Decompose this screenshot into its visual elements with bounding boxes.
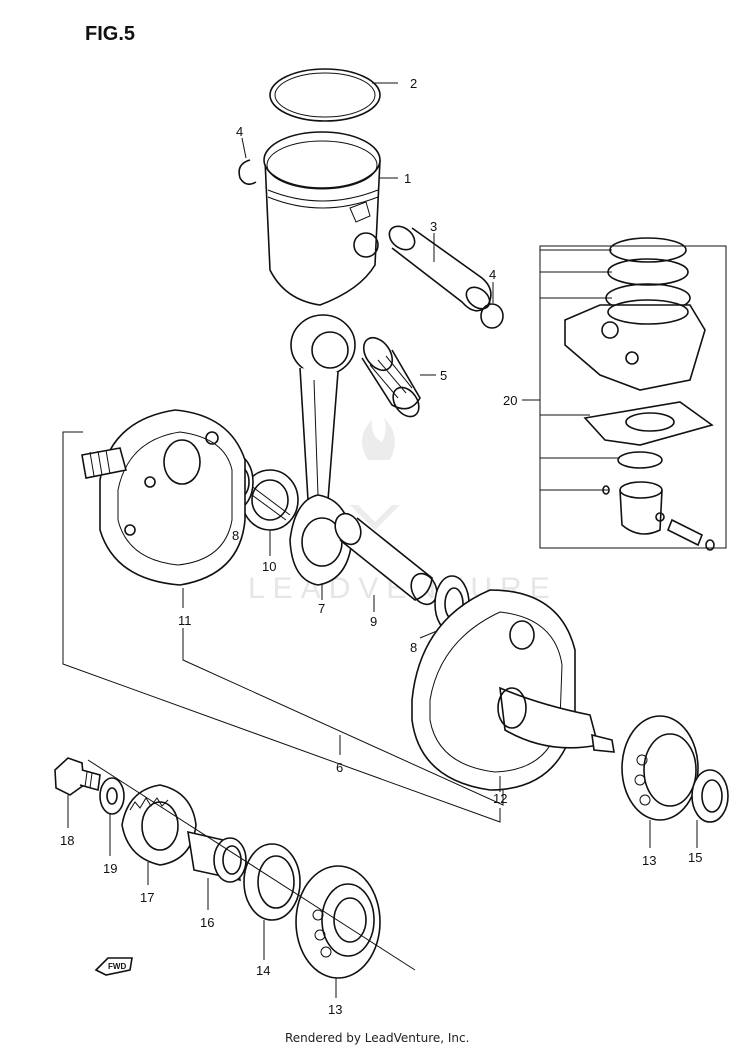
callout-labels: 2 4 1 3 4 5 20 8 10 7 11 9 8 6 12 18 19 …: [60, 76, 702, 1017]
bolt-washer: [99, 777, 125, 815]
callout-15: 15: [688, 850, 702, 865]
callout-9: 9: [370, 614, 377, 629]
footer-credit: Rendered by LeadVenture, Inc.: [285, 1031, 469, 1045]
callout-17: 17: [140, 890, 154, 905]
crankshaft-assembly-bracket: [62, 431, 504, 823]
callout-4-right: 4: [489, 267, 496, 282]
callout-13-right: 13: [642, 853, 656, 868]
crank-spacer: [187, 830, 247, 883]
callout-6: 6: [336, 760, 343, 775]
crank-half-right: [411, 589, 615, 791]
callout-10: 10: [262, 559, 276, 574]
top-end-kit-bracket: [522, 237, 727, 551]
crank-half-left: [81, 409, 246, 586]
callout-11: 11: [178, 613, 192, 628]
callout-14: 14: [256, 963, 270, 978]
callout-16: 16: [200, 915, 214, 930]
callout-12: 12: [493, 791, 507, 806]
callout-7: 7: [318, 601, 325, 616]
small-end-bearing: [361, 336, 421, 418]
oil-seal-left: [243, 843, 301, 921]
piston: [263, 131, 381, 306]
oil-seal-right: [691, 769, 729, 823]
main-bearing-right: [621, 715, 699, 821]
piston-pin: [388, 225, 492, 312]
callout-18: 18: [60, 833, 74, 848]
callout-19: 19: [103, 861, 117, 876]
callout-8-right: 8: [410, 640, 417, 655]
primary-drive-gear: [121, 784, 197, 866]
callout-8-left: 8: [232, 528, 239, 543]
crank-pin: [334, 512, 438, 606]
callout-20: 20: [503, 393, 517, 408]
piston-ring: [269, 68, 381, 122]
callout-3: 3: [430, 219, 437, 234]
crank-bolt: [54, 757, 101, 796]
callout-13-bottom: 13: [328, 1002, 342, 1017]
main-bearing-left: [295, 865, 381, 979]
fwd-arrow-icon: FWD: [94, 957, 133, 976]
fwd-label: FWD: [108, 962, 126, 971]
callout-4-left: 4: [236, 124, 243, 139]
callout-2: 2: [410, 76, 417, 91]
circlip-left: [238, 159, 257, 186]
circlip-right: [480, 303, 504, 329]
callout-1: 1: [404, 171, 411, 186]
connecting-rod: [289, 314, 356, 586]
figure-title: FIG.5: [85, 23, 135, 45]
callout-5: 5: [440, 368, 447, 383]
